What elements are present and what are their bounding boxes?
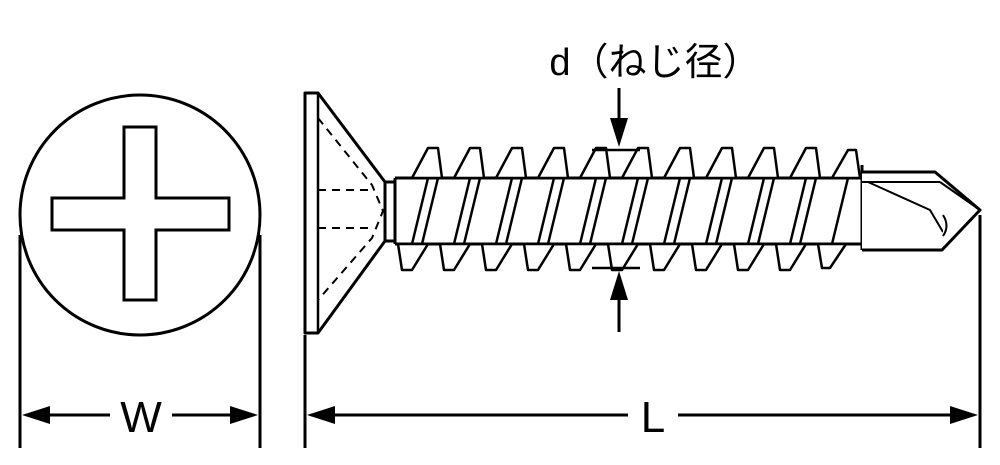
length-arrow-right — [950, 406, 978, 424]
length-dimension — [303, 215, 982, 448]
phillips-cross-recess — [50, 125, 231, 302]
width-label: W — [120, 393, 162, 442]
screw-head-top-view — [18, 93, 262, 337]
drill-point-tip — [860, 165, 982, 252]
thread-crests-bottom — [396, 242, 848, 272]
diameter-dimension — [592, 88, 640, 332]
head-outline-circle — [18, 93, 262, 337]
diameter-arrow-bottom — [610, 271, 628, 300]
thread-helix-lines — [410, 177, 850, 245]
width-arrow-left — [22, 406, 50, 424]
length-arrow-left — [307, 406, 335, 424]
countersunk-head — [303, 91, 397, 335]
diameter-label: d（ねじ径） — [549, 42, 760, 84]
width-arrow-right — [230, 406, 258, 424]
width-dimension — [18, 235, 262, 448]
length-label: L — [641, 393, 665, 442]
thread-crests-top — [410, 146, 862, 180]
diameter-arrow-top — [610, 118, 628, 147]
screw-side-view — [303, 91, 982, 335]
